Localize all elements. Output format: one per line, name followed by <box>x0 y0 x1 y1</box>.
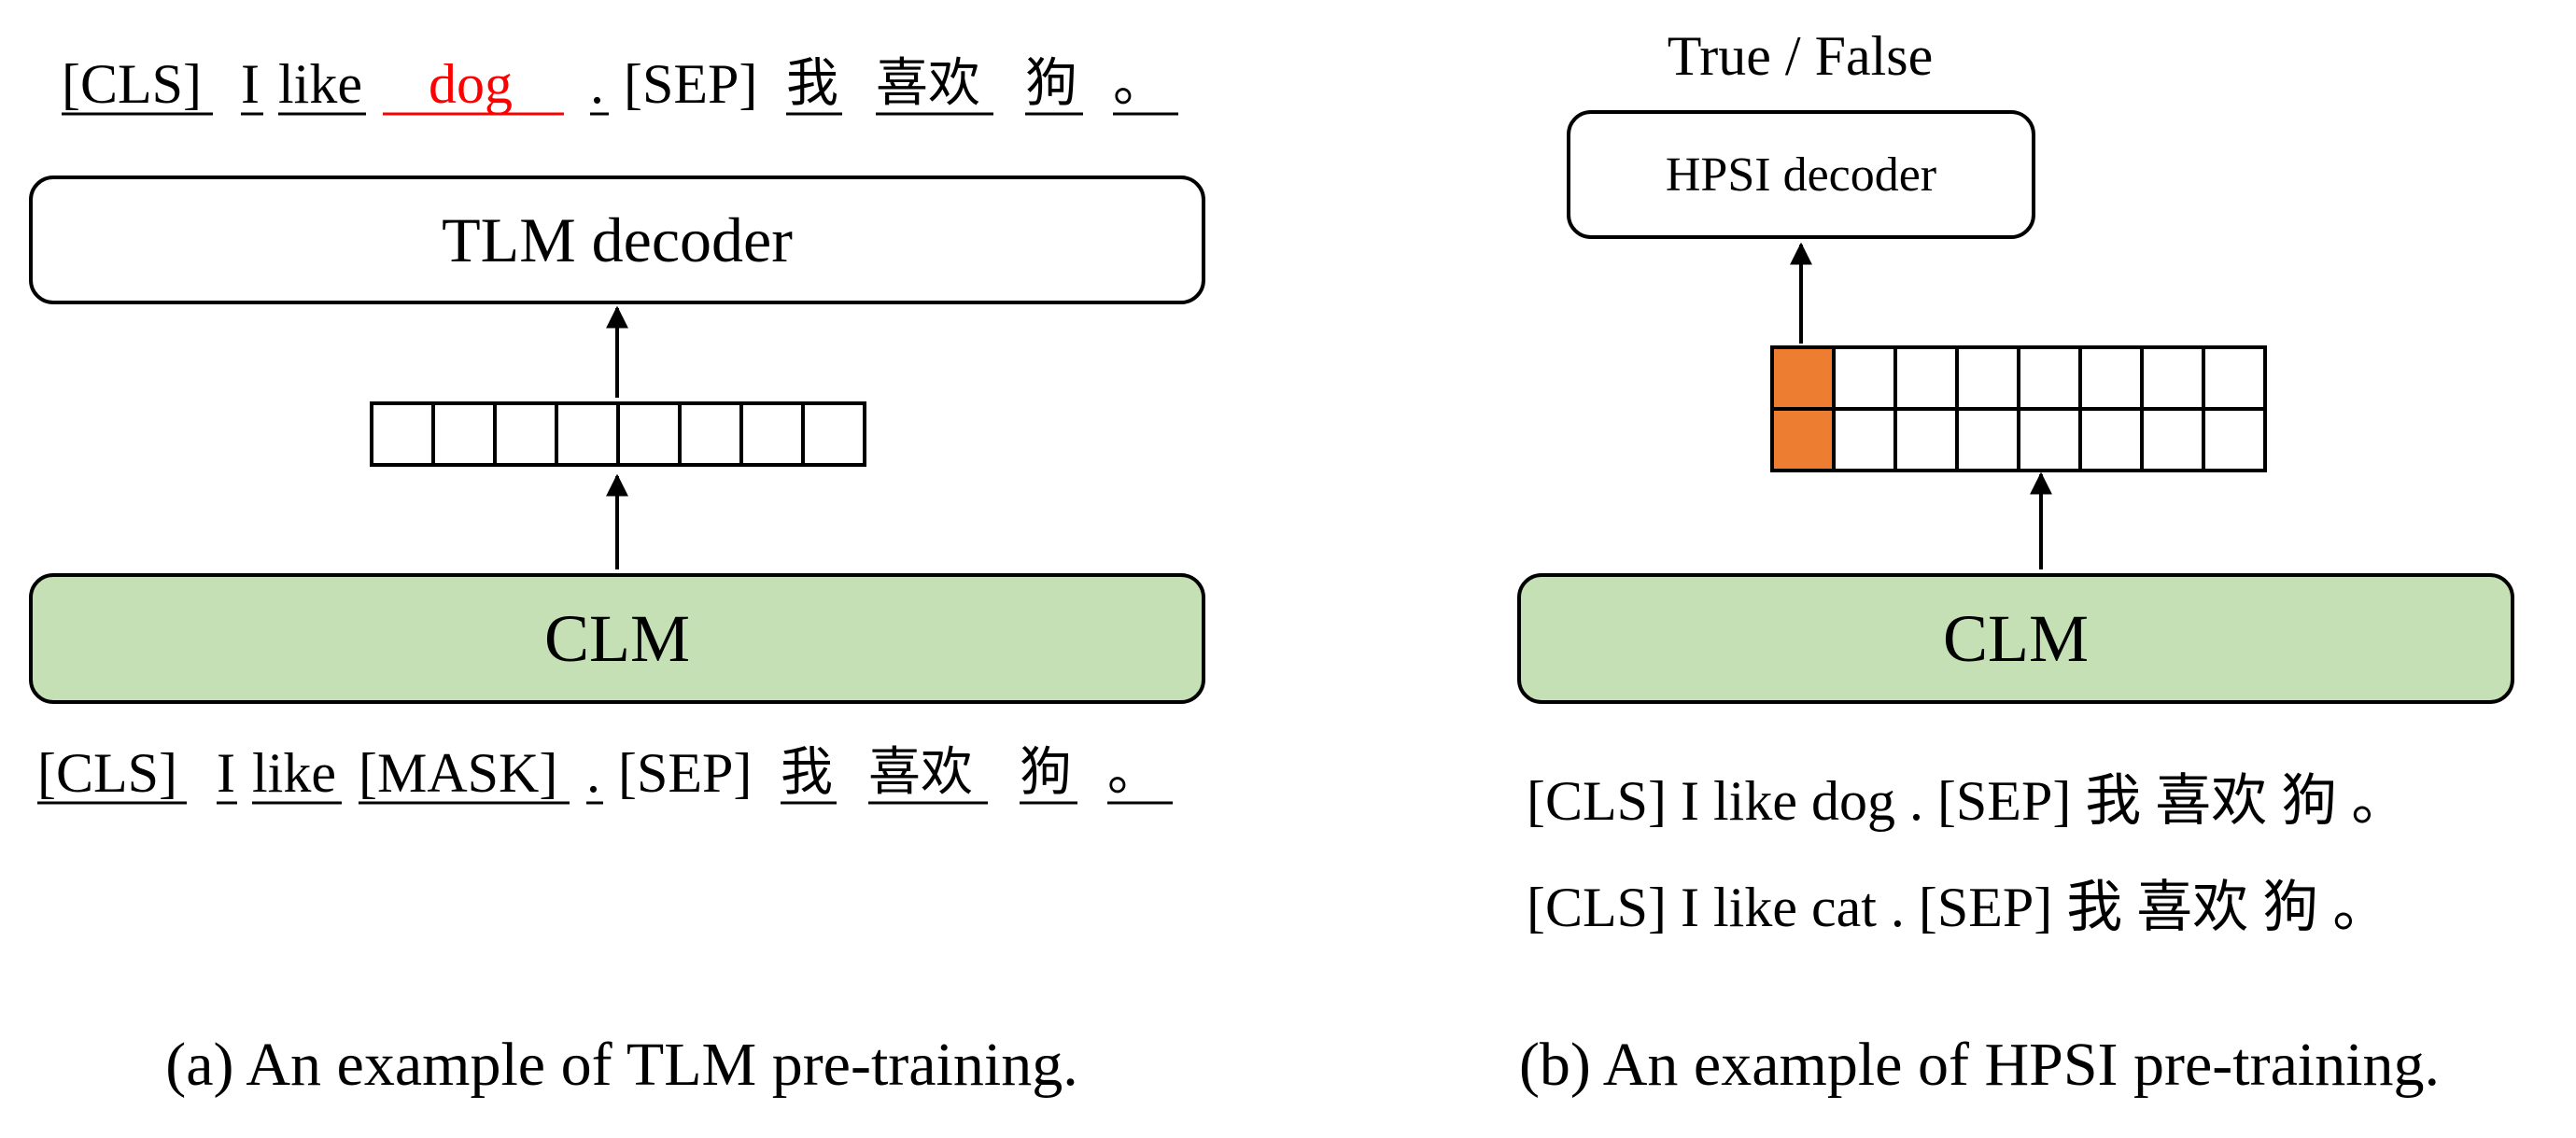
vector-cell <box>2202 345 2267 411</box>
token-xihuan: 喜欢 <box>876 53 980 114</box>
hpsi-decoder-block: HPSI decoder <box>1567 110 2035 239</box>
clm-encoder-block: CLM <box>29 573 1205 704</box>
vector-cell <box>2140 345 2205 411</box>
panel-a: [CLS] I like dog . [SEP] 我 喜欢 狗 。 TLM de… <box>29 53 1205 1099</box>
token-xihuan: 喜欢 <box>868 742 973 803</box>
token-i: I <box>217 742 235 804</box>
token-full-stop: 。 <box>1107 742 1160 803</box>
panel-a-output-tokens: [CLS] I like dog . [SEP] 我 喜欢 狗 。 <box>62 53 1178 116</box>
vector-cell <box>2078 407 2144 472</box>
panel-b: True / False HPSI decoder CLM [CLS] I li… <box>1517 25 2514 1099</box>
caption-b: (b) An example of HPSI pre-training. <box>1519 1031 2440 1099</box>
output-label-true-false: True / False <box>1668 25 1933 87</box>
token-like: like <box>278 53 362 115</box>
vector-cell <box>739 401 805 467</box>
token-i: I <box>241 53 260 115</box>
token-sep: [SEP] <box>618 742 752 804</box>
caption-a: (a) An example of TLM pre-training. <box>165 1031 1077 1099</box>
token-cls: [CLS] <box>62 53 202 115</box>
hpsi-decoder-label: HPSI decoder <box>1666 148 1936 202</box>
panel-a-hidden-vector <box>370 401 866 467</box>
clm-encoder-box <box>29 573 1205 704</box>
vector-cell <box>1893 407 1959 472</box>
token-like: like <box>252 742 336 804</box>
vector-cell <box>555 401 620 467</box>
vector-cell <box>1832 407 1897 472</box>
vector-cell <box>431 401 497 467</box>
token-full-stop: 。 <box>1113 53 1165 114</box>
tlm-decoder-box <box>29 176 1205 304</box>
vector-cell <box>1955 407 2020 472</box>
token-gou: 狗 <box>1020 742 1072 803</box>
token-wo: 我 <box>786 53 838 114</box>
vector-cell <box>1893 345 1959 411</box>
vector-cell <box>370 401 435 467</box>
vector-cell <box>678 401 743 467</box>
token-sep: [SEP] <box>624 53 757 115</box>
token-mask: [MASK] <box>359 742 557 804</box>
clm-encoder-box-b <box>1517 573 2514 704</box>
vector-cell <box>1832 345 1897 411</box>
token-period: . <box>590 53 604 115</box>
token-gou: 狗 <box>1025 53 1077 114</box>
token-wo: 我 <box>781 742 833 803</box>
input-sentence-1: [CLS] I like dog . [SEP] 我 喜欢 狗 。 <box>1527 770 2407 832</box>
vector-cell <box>616 401 682 467</box>
clm-encoder-block-b: CLM <box>1517 573 2514 704</box>
clm-encoder-label: CLM <box>544 601 690 676</box>
vector-cell <box>2202 407 2267 472</box>
hpsi-decoder-box <box>1567 110 2035 239</box>
vector-cell <box>493 401 558 467</box>
tlm-decoder-label: TLM decoder <box>442 204 793 275</box>
vector-cell <box>1955 345 2020 411</box>
tlm-decoder-block: TLM decoder <box>29 176 1205 304</box>
token-period: . <box>586 742 600 804</box>
vector-cell <box>2078 345 2144 411</box>
cls-representation-cell <box>1770 345 1836 411</box>
panel-b-hidden-matrix <box>1770 345 2267 472</box>
input-sentence-2: [CLS] I like cat . [SEP] 我 喜欢 狗 。 <box>1527 877 2388 938</box>
clm-encoder-label-b: CLM <box>1943 601 2089 676</box>
vector-cell <box>2017 345 2082 411</box>
token-predicted-dog: dog <box>429 53 513 115</box>
panel-a-input-tokens: [CLS] I like [MASK] . [SEP] 我 喜欢 狗 。 <box>37 742 1173 805</box>
token-cls: [CLS] <box>37 742 177 804</box>
vector-cell <box>2017 407 2082 472</box>
vector-cell <box>801 401 866 467</box>
vector-cell <box>2140 407 2205 472</box>
cls-representation-cell <box>1770 407 1836 472</box>
